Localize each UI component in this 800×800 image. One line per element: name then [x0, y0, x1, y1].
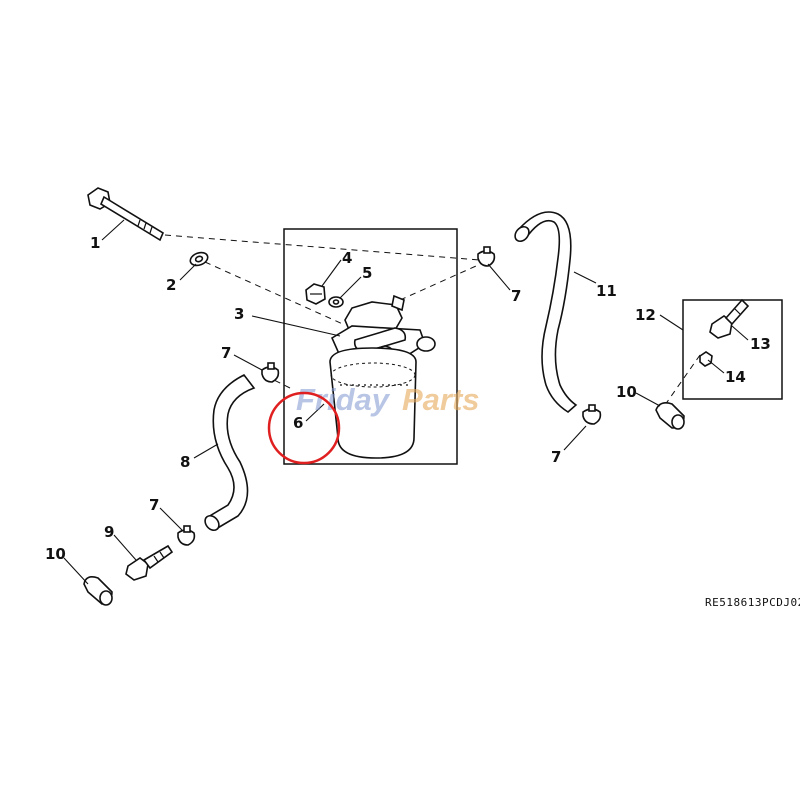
connector-fitting-part [709, 298, 750, 339]
callout-14: 14 [725, 368, 746, 386]
callout-2: 2 [166, 276, 176, 294]
callout-4: 4 [342, 249, 352, 267]
reference-code: RE518613PCDJ02 [705, 596, 800, 609]
highlight-circle [267, 391, 341, 465]
callout-1: 1 [90, 234, 100, 252]
detail-frame-12 [682, 299, 783, 400]
elbow-fitting-part-right [655, 402, 685, 430]
callout-3: 3 [234, 305, 244, 323]
hose-clamp-part-lower-right [582, 404, 602, 425]
watermark-text-parts: Parts [402, 382, 480, 417]
callout-7-lower-left: 7 [149, 496, 159, 514]
dashed-centerline-clamp7 [269, 377, 291, 389]
leader-lines [63, 219, 749, 585]
bolt-part [87, 187, 165, 242]
watermark-text-friday: Friday [296, 382, 391, 417]
filter-assembly-frame [283, 228, 458, 465]
hose-clamp-part-upper-right [477, 246, 496, 267]
callout-13: 13 [750, 335, 771, 353]
callout-11: 11 [596, 282, 617, 300]
callout-6: 6 [293, 414, 303, 432]
dashed-centerline-hose11 [399, 261, 486, 301]
callout-10-right: 10 [616, 383, 637, 401]
callouts: 1 2 3 4 5 6 7 7 7 7 8 9 10 10 11 12 13 1… [45, 234, 771, 563]
dashed-centerline-washer [204, 261, 346, 326]
small-nut-part [699, 351, 713, 367]
vent-screw-part [305, 283, 326, 305]
fuel-hose-part-8 [204, 373, 256, 532]
barbed-fitting-part [125, 544, 174, 581]
filter-canister-part [329, 347, 417, 459]
callout-5: 5 [362, 264, 372, 282]
callout-7-lower-right: 7 [551, 448, 561, 466]
hose-clamp-part-lower-left [177, 525, 196, 546]
sealing-washer-part [328, 296, 344, 308]
callout-12: 12 [635, 306, 656, 324]
fuel-hose-part-11 [514, 211, 578, 413]
callout-7-upper-right: 7 [511, 287, 521, 305]
hose-clamp-part-left [261, 362, 280, 383]
dashed-centerline-bolt [164, 234, 481, 261]
washer-part [189, 251, 209, 267]
callout-10-left: 10 [45, 545, 66, 563]
callout-9: 9 [104, 523, 114, 541]
callout-8: 8 [180, 453, 190, 471]
watermark: Friday Parts [296, 382, 480, 417]
callout-7-left: 7 [221, 344, 231, 362]
elbow-fitting-part-left [83, 576, 113, 606]
